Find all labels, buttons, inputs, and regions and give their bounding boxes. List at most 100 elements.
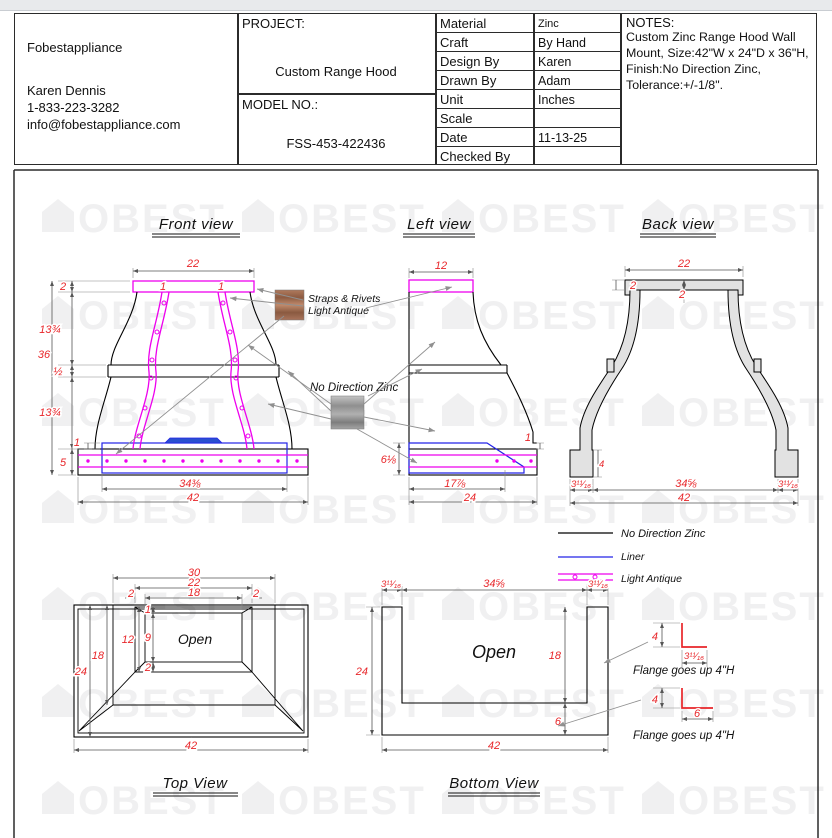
dim: 12 <box>435 260 447 272</box>
liner-outline-side <box>408 442 525 474</box>
watermark: OBEST <box>642 585 824 629</box>
dim: 34⅝ <box>483 578 505 590</box>
crown-band-side <box>408 279 474 293</box>
divider <box>620 13 622 164</box>
svg-text:OBEST: OBEST <box>478 488 626 532</box>
dim: 6⅛ <box>381 454 397 466</box>
dim: 2 <box>629 280 636 292</box>
dim: 30 <box>188 567 201 579</box>
dim: 36 <box>38 349 51 361</box>
row-line <box>435 89 620 90</box>
watermark: OBEST <box>442 779 626 823</box>
svg-text:OBEST: OBEST <box>78 391 226 435</box>
dim: 34⅝ <box>675 478 697 490</box>
watermark: OBEST <box>42 294 226 338</box>
front-view: Front view <box>36 216 309 506</box>
front-view-title: Front view <box>159 216 234 233</box>
svg-text:OBEST: OBEST <box>478 779 626 823</box>
top-crown-frame <box>134 606 253 673</box>
material-swatch-zinc <box>330 395 365 430</box>
strap-right <box>217 291 255 450</box>
dim: 2 <box>127 588 134 600</box>
dim: 1 <box>74 437 80 449</box>
svg-text:OBEST: OBEST <box>678 779 826 823</box>
row-line <box>435 108 620 109</box>
liner-outline <box>101 442 288 474</box>
liner-vent <box>164 437 223 444</box>
watermark: OBEST <box>42 682 226 726</box>
dim: 42 <box>488 740 500 752</box>
divider <box>533 13 535 164</box>
dim: 18 <box>549 650 562 662</box>
svg-text:OBEST: OBEST <box>278 682 426 726</box>
flange-note: Flange goes up 4"H <box>633 730 735 742</box>
dim: 4 <box>599 459 604 470</box>
dim: 22 <box>187 577 200 589</box>
top-view-title: Top View <box>163 775 229 792</box>
watermark: OBEST <box>642 391 824 435</box>
top-opening <box>144 612 243 663</box>
back-right-leg <box>727 289 799 478</box>
watermark: OBEST <box>442 682 624 726</box>
svg-text:OBEST: OBEST <box>78 682 226 726</box>
field-label: Craft <box>440 35 469 50</box>
dim: 34⅜ <box>179 478 201 490</box>
dim: 3¹¹⁄₁₆ <box>381 579 401 590</box>
back-left-notch <box>606 358 615 373</box>
dim: 9 <box>145 632 151 644</box>
row-line <box>435 51 620 52</box>
bottom-channel <box>381 606 609 736</box>
svg-text:OBEST: OBEST <box>278 488 426 532</box>
dim: 22 <box>677 258 690 270</box>
watermark: OBEST <box>242 682 426 726</box>
callout-straps-line1: Straps & Rivets <box>308 293 381 305</box>
dim: 4 <box>652 631 658 643</box>
flange-detail-bottom: 4 6 Flange goes up 4"H <box>557 687 735 742</box>
field-label: Material <box>440 16 487 31</box>
project-name: Custom Range Hood <box>275 64 397 79</box>
callout-zinc: No Direction Zinc <box>310 382 398 394</box>
field-label: Unit <box>440 92 464 107</box>
dim: 12 <box>122 634 134 646</box>
drawing-frame <box>13 169 819 838</box>
field-value: Zinc <box>538 18 559 30</box>
back-right-notch <box>753 358 762 373</box>
watermark: OBEST <box>242 488 426 532</box>
watermark: OBEST <box>42 779 224 823</box>
rivet-dots-side <box>495 459 533 463</box>
window-top-strip <box>0 0 832 11</box>
company-name: Fobestappliance <box>27 40 123 55</box>
top-open-label: Open <box>178 631 212 647</box>
back-left-leg <box>569 289 641 478</box>
watermark: OBEST <box>442 294 624 338</box>
company-phone: 1-833-223-3282 <box>27 100 120 115</box>
dim: 3¹¹⁄₁₆ <box>588 579 608 590</box>
dim: 24 <box>74 666 87 678</box>
dim: 2 <box>678 289 685 301</box>
field-label: Date <box>440 130 468 145</box>
field-label: Design By <box>440 54 500 69</box>
callout-arrows <box>115 286 453 464</box>
svg-text:OBEST: OBEST <box>78 488 226 532</box>
base-crown-side <box>408 448 538 476</box>
dim: 4 <box>652 694 658 706</box>
field-value: Karen <box>538 55 572 69</box>
notes-label: NOTES: <box>626 15 675 30</box>
watermark: OBEST <box>442 488 626 532</box>
material-callouts: Straps & Rivets Light Antique No Directi… <box>115 286 453 464</box>
legend-antique: Light Antique <box>621 573 682 585</box>
left-view: Left view 12 1 6⅛ 17⅞ 24 <box>379 216 544 506</box>
field-value: Inches <box>538 93 575 107</box>
flange-note: Flange goes up 4"H <box>633 665 735 677</box>
dim: 24 <box>355 666 368 678</box>
svg-text:OBEST: OBEST <box>78 294 226 338</box>
divider <box>237 13 239 164</box>
dim: 18 <box>188 587 201 599</box>
back-view: Back view 22 2 2 4 3¹¹⁄₁₆ 34⅝ 3¹¹⁄₁₆ 42 <box>569 216 800 506</box>
dim: 1 <box>525 432 531 444</box>
dim: 2 <box>144 662 151 674</box>
field-label: Checked By <box>440 149 511 164</box>
legend-liner: Liner <box>621 551 645 563</box>
dim: 3¹¹⁄₁₆ <box>571 479 591 490</box>
